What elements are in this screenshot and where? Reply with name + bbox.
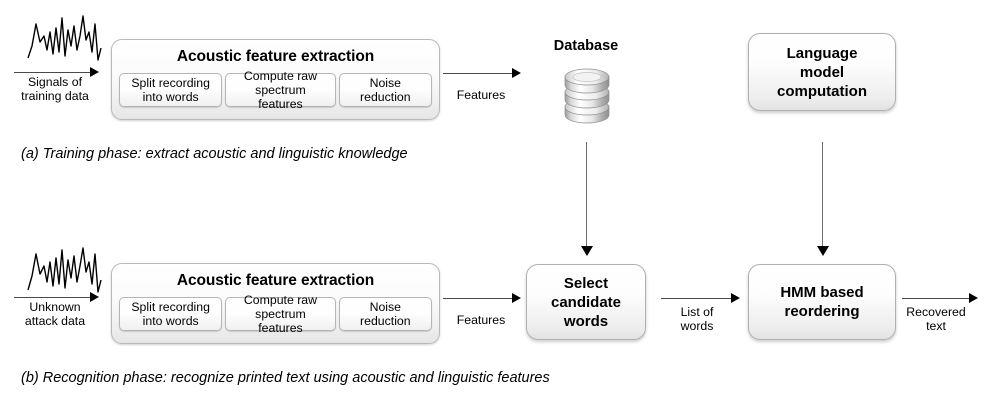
training-step-noise-reduction[interactable]: Noise reduction — [338, 73, 433, 107]
training-input-label: Signals of training data — [21, 75, 89, 103]
recognition-acoustic-box-title: Acoustic feature extraction — [176, 272, 375, 289]
training-input-arrow-head — [90, 67, 99, 77]
recognition-features-arrow-head — [512, 293, 521, 303]
language-model-to-hmm-line — [822, 142, 823, 249]
recovered-text-arrow-line — [902, 298, 971, 299]
training-input-arrow-line — [14, 72, 92, 73]
recognition-features-arrow-line — [443, 298, 514, 299]
database-to-select-words-line — [586, 142, 587, 249]
list-of-words-label: List of words — [680, 305, 714, 333]
language-model-computation-box[interactable]: Language model computation — [748, 33, 896, 111]
recognition-input-arrow-head — [90, 292, 99, 302]
training-step-split-recording[interactable]: Split recording into words — [119, 73, 223, 107]
recovered-text-label: Recovered text — [906, 305, 966, 333]
recognition-acoustic-feature-extraction-box[interactable]: Acoustic feature extraction Split record… — [111, 263, 440, 344]
recovered-text-arrow-head — [969, 293, 978, 303]
language-model-to-hmm-arrow-head — [817, 246, 829, 256]
recognition-features-label: Features — [456, 313, 506, 327]
database-to-select-words-arrow-head — [581, 246, 593, 256]
training-features-arrow-line — [443, 73, 514, 74]
caption-recognition-phase: (b) Recognition phase: recognize printed… — [21, 370, 550, 386]
list-of-words-arrow-line — [661, 298, 733, 299]
caption-training-phase: (a) Training phase: extract acoustic and… — [21, 146, 408, 162]
training-features-arrow-head — [512, 68, 521, 78]
training-step-compute-spectrum[interactable]: Compute raw spectrum features — [225, 69, 336, 111]
recognition-input-label: Unknown attack data — [24, 300, 86, 328]
list-of-words-arrow-head — [731, 293, 740, 303]
database-cylinder-icon — [564, 68, 610, 124]
recognition-step-noise-reduction[interactable]: Noise reduction — [338, 297, 433, 331]
recognition-step-split-recording[interactable]: Split recording into words — [119, 297, 223, 331]
hmm-based-reordering-box[interactable]: HMM based reordering — [748, 264, 896, 340]
recognition-step-compute-spectrum[interactable]: Compute raw spectrum features — [225, 293, 336, 335]
recognition-input-arrow-line — [14, 297, 92, 298]
training-features-label: Features — [456, 88, 506, 102]
waveform-icon — [27, 15, 102, 61]
training-acoustic-box-title: Acoustic feature extraction — [176, 48, 375, 65]
waveform-icon — [27, 247, 102, 293]
database-title: Database — [553, 38, 619, 54]
select-candidate-words-box[interactable]: Select candidate words — [526, 264, 646, 340]
training-acoustic-feature-extraction-box[interactable]: Acoustic feature extraction Split record… — [111, 39, 440, 120]
